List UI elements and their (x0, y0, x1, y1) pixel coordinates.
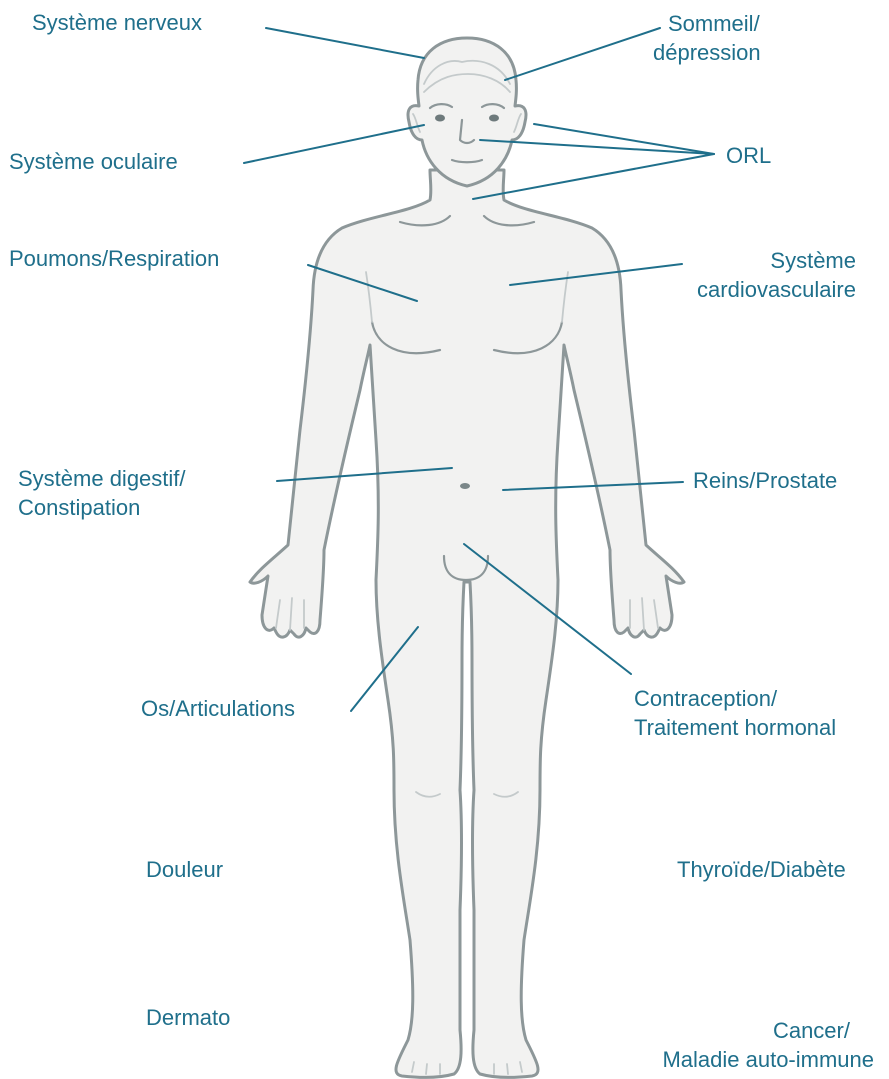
label-douleur[interactable]: Douleur (146, 855, 223, 884)
label-cancer-line2: Maladie auto-immune (662, 1045, 874, 1074)
leader-orl-throat (473, 154, 714, 199)
label-dermato[interactable]: Dermato (146, 1003, 230, 1032)
label-poumons-respiration[interactable]: Poumons/Respiration (9, 244, 219, 273)
label-systeme-oculaire[interactable]: Système oculaire (9, 147, 178, 176)
label-contraception[interactable]: Contraception/ Traitement hormonal (634, 684, 836, 742)
label-reins-text: Reins/Prostate (693, 466, 837, 495)
label-digestif-line1: Système digestif/ (18, 464, 186, 493)
label-os-articulations[interactable]: Os/Articulations (141, 694, 295, 723)
leader-systeme-oculaire (244, 125, 424, 163)
label-sommeil-line1: Sommeil/ (653, 9, 761, 38)
label-contraception-line1: Contraception/ (634, 684, 836, 713)
label-douleur-text: Douleur (146, 855, 223, 884)
leader-orl-nose (480, 140, 714, 154)
body-silhouette (250, 170, 684, 1077)
label-cancer-line1: Cancer/ (662, 1016, 874, 1045)
label-cardio-line2: cardiovasculaire (697, 275, 856, 304)
label-digestif-line2: Constipation (18, 493, 186, 522)
label-thyroide-diabete[interactable]: Thyroïde/Diabète (677, 855, 846, 884)
leader-systeme-nerveux (266, 28, 424, 58)
head (408, 38, 526, 186)
label-systeme-oculaire-text: Système oculaire (9, 147, 178, 176)
label-systeme-cardiovasculaire[interactable]: Système cardiovasculaire (697, 246, 856, 304)
label-contraception-line2: Traitement hormonal (634, 713, 836, 742)
label-thyroide-text: Thyroïde/Diabète (677, 855, 846, 884)
label-systeme-digestif[interactable]: Système digestif/ Constipation (18, 464, 186, 522)
label-dermato-text: Dermato (146, 1003, 230, 1032)
label-systeme-nerveux-text: Système nerveux (32, 8, 202, 37)
label-sommeil-line2: dépression (653, 38, 761, 67)
label-systeme-nerveux[interactable]: Système nerveux (32, 8, 202, 37)
label-orl-text: ORL (726, 141, 771, 170)
label-sommeil-depression[interactable]: Sommeil/ dépression (653, 9, 761, 67)
label-orl[interactable]: ORL (726, 141, 771, 170)
label-os-text: Os/Articulations (141, 694, 295, 723)
label-poumons-text: Poumons/Respiration (9, 244, 219, 273)
label-cardio-line1: Système (697, 246, 856, 275)
leader-sommeil (505, 28, 660, 80)
label-cancer-maladie-auto-immune[interactable]: Cancer/ Maladie auto-immune (662, 1016, 874, 1074)
label-reins-prostate[interactable]: Reins/Prostate (693, 466, 837, 495)
